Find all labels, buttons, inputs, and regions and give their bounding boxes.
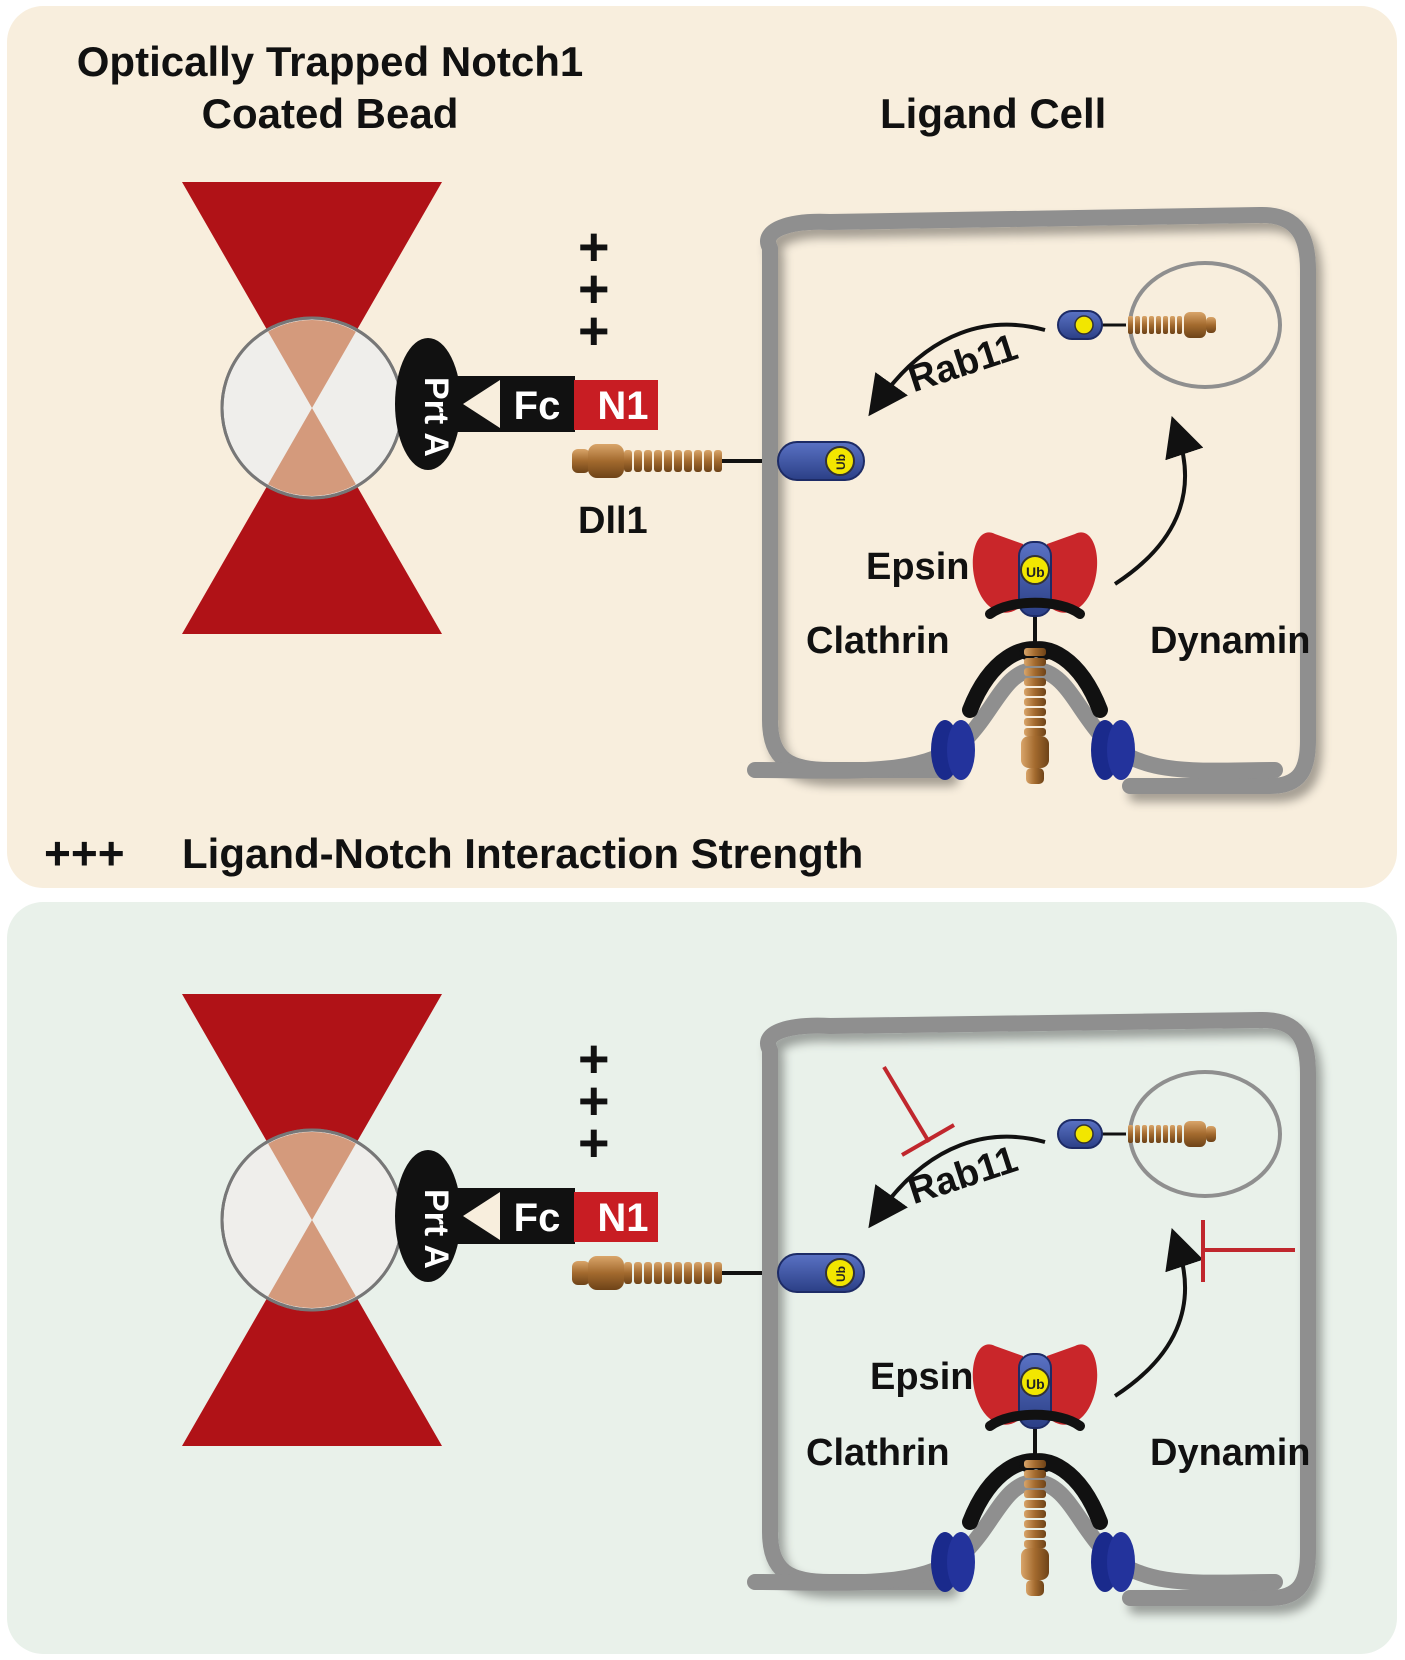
top-epsin-ub-label: Ub xyxy=(1026,564,1045,580)
bottom-dll1-ligand xyxy=(570,1254,780,1292)
top-rab11-arrow xyxy=(868,322,1046,417)
bottom-rab11-arrow xyxy=(868,1134,1046,1229)
top-endocytosis-arrow xyxy=(1113,416,1204,586)
legend-text: Ligand-Notch Interaction Strength xyxy=(182,830,864,877)
bottom-dll1-internalizing xyxy=(1019,1418,1051,1598)
top-epsin-label: Epsin xyxy=(866,546,970,588)
bottom-ub-tag xyxy=(777,1253,865,1293)
bottom-ub-label: Ub xyxy=(834,1266,848,1282)
bottom-vesicle xyxy=(1057,1070,1282,1198)
bead-title-line1: Optically Trapped Notch1 xyxy=(76,38,584,85)
cell-title: Ligand Cell xyxy=(880,90,1107,137)
top-dll1-ligand xyxy=(570,442,780,480)
plus-3: + xyxy=(578,1113,610,1173)
bottom-endocytic-pit xyxy=(755,1461,1275,1592)
top-endocytic-pit xyxy=(755,649,1275,780)
bottom-epsin-ub-label: Ub xyxy=(1026,1376,1045,1392)
top-strength-plus-stack: + + + xyxy=(578,217,610,361)
bottom-endocytosis-arrow xyxy=(1113,1228,1204,1398)
top-dynamin-label: Dynamin xyxy=(1150,620,1311,662)
plus-2: + xyxy=(578,259,610,319)
bead-title: Optically Trapped Notch1 Coated Bead xyxy=(30,36,630,140)
bottom-endocytosis-inhibition-icon xyxy=(1201,1220,1295,1282)
top-n1-label: N1 xyxy=(597,384,649,428)
top-fc-label: Fc xyxy=(513,384,561,428)
top-dll1-internalizing xyxy=(1019,606,1051,786)
top-ub-tag xyxy=(777,441,865,481)
bottom-fc-label: Fc xyxy=(513,1196,561,1240)
bottom-rab11-inhibition-icon xyxy=(882,1065,955,1157)
bottom-dynamin-label: Dynamin xyxy=(1150,1432,1311,1474)
bottom-prt-a-label: Prt A xyxy=(417,1189,455,1269)
bottom-epsin-label: Epsin xyxy=(870,1356,974,1398)
bottom-strength-plus-stack: + + + xyxy=(578,1029,610,1173)
bottom-clathrin-label: Clathrin xyxy=(806,1432,950,1474)
legend-plus-symbol: +++ xyxy=(44,827,125,879)
plus-1: + xyxy=(578,217,610,277)
plus-1: + xyxy=(578,1029,610,1089)
bottom-n1-label: N1 xyxy=(597,1196,649,1240)
plus-2: + xyxy=(578,1071,610,1131)
top-vesicle xyxy=(1057,261,1282,389)
top-clathrin-label: Clathrin xyxy=(806,620,950,662)
bead-title-line2: Coated Bead xyxy=(201,90,459,137)
top-ub-label: Ub xyxy=(834,454,848,470)
top-prt-a-label: Prt A xyxy=(417,377,455,457)
top-dll1-label: Dll1 xyxy=(578,500,648,542)
plus-3: + xyxy=(578,301,610,361)
